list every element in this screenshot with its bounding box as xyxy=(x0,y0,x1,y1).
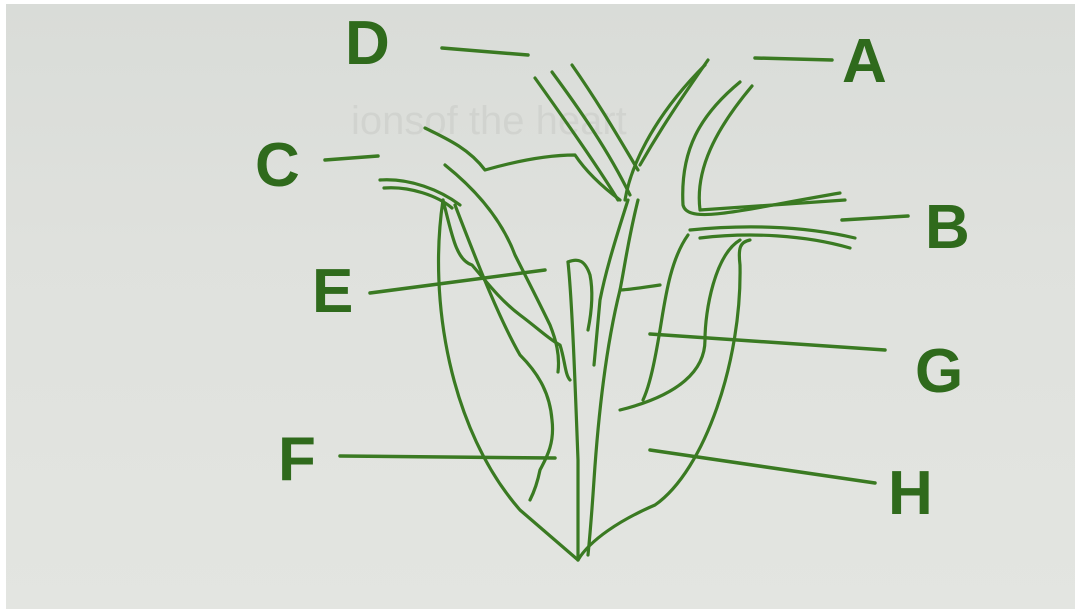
vena-cava-vessel xyxy=(425,65,638,200)
aorta-vessel xyxy=(625,60,845,215)
label-c: C xyxy=(255,131,300,200)
leader-line-h xyxy=(650,450,875,483)
label-g: G xyxy=(915,337,963,406)
heart-outline xyxy=(439,200,750,560)
leader-lines xyxy=(325,48,908,483)
label-a: A xyxy=(842,27,887,96)
septum xyxy=(568,200,660,560)
leader-line-f xyxy=(340,456,555,458)
label-h: H xyxy=(888,459,933,528)
labels: D A C B E G F H xyxy=(255,9,970,528)
leader-line-e xyxy=(370,270,545,293)
leader-line-g xyxy=(650,334,885,350)
left-vessel xyxy=(380,180,460,208)
leader-line-a xyxy=(755,58,832,60)
label-d: D xyxy=(345,9,390,78)
leader-line-d xyxy=(442,48,528,55)
leader-line-b xyxy=(842,216,908,220)
left-chambers xyxy=(443,165,570,500)
label-e: E xyxy=(312,257,353,326)
label-b: B xyxy=(925,193,970,262)
leader-line-c xyxy=(325,156,378,160)
label-f: F xyxy=(278,425,316,494)
